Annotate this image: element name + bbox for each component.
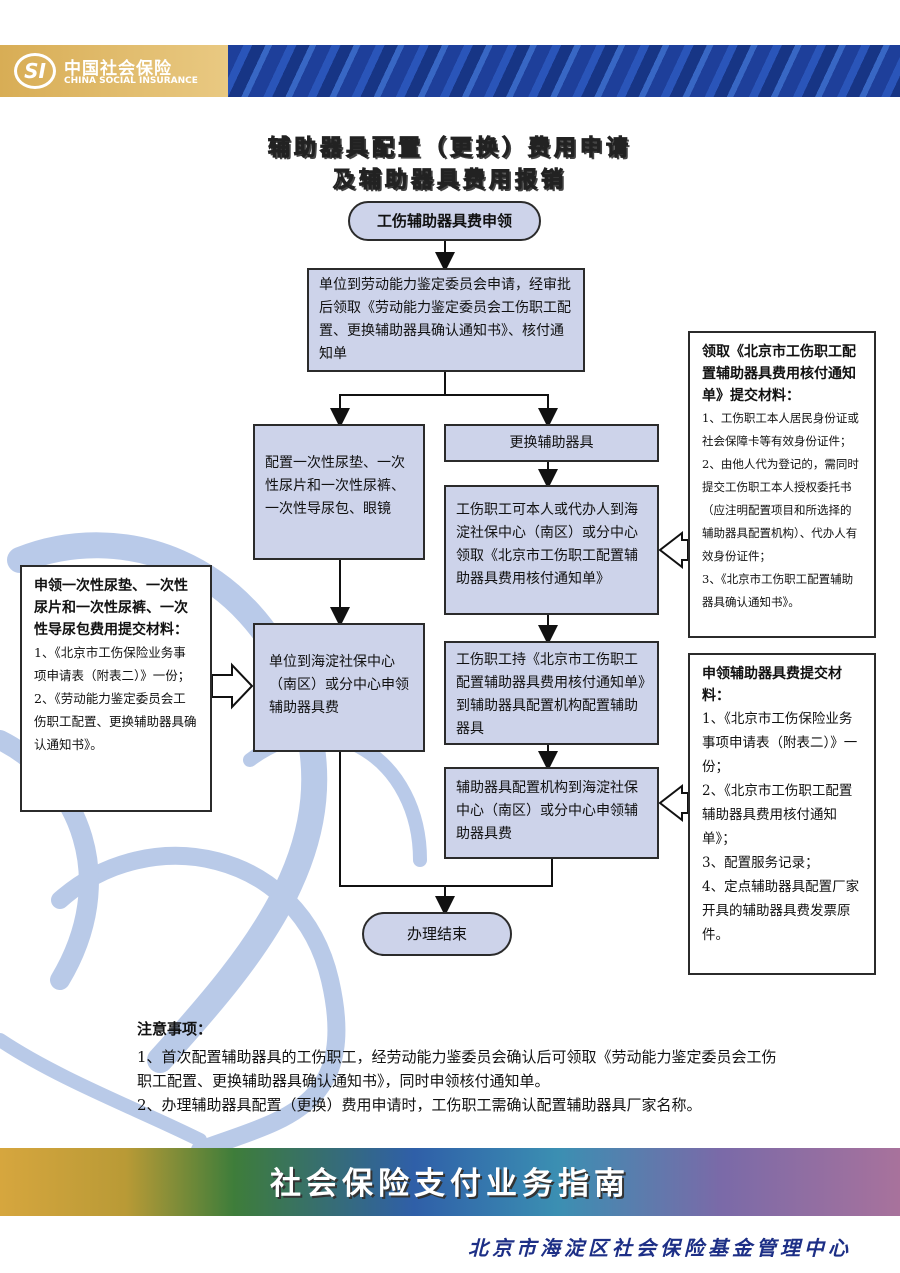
left-materials-item: 2、《劳动能力鉴定委员会工伤职工配置、更换辅助器具确认通知书》。 <box>34 691 197 752</box>
page-title-line1: 辅助器具配置（更换）费用申请 <box>267 135 632 162</box>
footer-banner-title: 社会保险支付业务指南 <box>270 1166 630 1202</box>
footer-organization: 北京市海淀区社会保险基金管理中心 <box>468 1236 852 1260</box>
right-bottom-materials-heading: 申领辅助器具费提交材料： <box>702 666 842 704</box>
si-logo-icon: SI <box>14 53 56 89</box>
flow-start-node: 工伤辅助器具费申领 <box>348 201 541 241</box>
header-pattern-band <box>228 45 900 97</box>
notes-item: 2、办理辅助器具配置（更换）费用申请时，工伤职工需确认配置辅助器具厂家名称。 <box>137 1096 702 1114</box>
right-bottom-materials-item: 3、配置服务记录； <box>702 855 819 871</box>
left-materials-panel: 申领一次性尿垫、一次性尿片和一次性尿裤、一次性导尿包费用提交材料： 1、《北京市… <box>20 565 212 812</box>
logo-text-cn: 中国社会保险 <box>64 59 172 79</box>
flow-fit-device-box: 工伤职工持《北京市工伤职工配置辅助器具费用核付通知单》到辅助器具配置机构配置辅助… <box>444 641 659 745</box>
notes-title: 注意事项： <box>137 1020 213 1038</box>
notes-list: 1、首次配置辅助器具的工伤职工，经劳动能力鉴委员会确认后可领取《劳动能力鉴定委员… <box>137 1045 777 1117</box>
right-top-materials-item: 2、由他人代为登记的，需同时提交工伤职工本人授权委托书（应注明配置项目和所选择的… <box>702 457 859 563</box>
flow-apply-box: 单位到劳动能力鉴定委员会申请，经审批后领取《劳动能力鉴定委员会工伤职工配置、更换… <box>307 268 585 372</box>
flow-end-node: 办理结束 <box>362 912 512 956</box>
right-top-materials-panel: 领取《北京市工伤职工配置辅助器具费用核付通知单》提交材料： 1、工伤职工本人居民… <box>688 331 876 638</box>
right-top-materials-heading: 领取《北京市工伤职工配置辅助器具费用核付通知单》提交材料： <box>702 344 856 404</box>
right-top-materials-item: 3、《北京市工伤职工配置辅助器具确认通知书》。 <box>702 572 854 609</box>
right-top-materials-item: 1、工伤职工本人居民身份证或社会保障卡等有效身份证件； <box>702 411 859 448</box>
page-title-line2: 及辅助器具费用报销 <box>332 167 567 194</box>
right-bottom-materials-item: 4、定点辅助器具配置厂家开具的辅助器具费发票原件。 <box>702 879 860 943</box>
footer-banner-band <box>0 1148 900 1216</box>
flow-left-config-box: 配置一次性尿垫、一次性尿片和一次性尿裤、一次性导尿包、眼镜 <box>253 424 425 560</box>
right-bottom-materials-item: 2、《北京市工伤职工配置辅助器具费用核付通知单》； <box>702 783 853 847</box>
left-materials-heading: 申领一次性尿垫、一次性尿片和一次性尿裤、一次性导尿包费用提交材料： <box>34 578 188 638</box>
flow-collect-notice-box: 工伤职工可本人或代办人到海淀社保中心（南区）或分中心领取《北京市工伤职工配置辅助… <box>444 485 659 615</box>
left-materials-item: 1、《北京市工伤保险业务事项申请表（附表二）》一份； <box>34 645 191 683</box>
notes-item: 1、首次配置辅助器具的工伤职工，经劳动能力鉴委员会确认后可领取《劳动能力鉴定委员… <box>137 1048 777 1090</box>
flow-replace-box: 更换辅助器具 <box>444 424 659 462</box>
right-bottom-materials-item: 1、《北京市工伤保险业务事项申请表（附表二）》一份； <box>702 711 858 775</box>
flow-left-claim-box: 单位到海淀社保中心（南区）或分中心申领辅助器具费 <box>253 623 425 752</box>
right-bottom-materials-panel: 申领辅助器具费提交材料： 1、《北京市工伤保险业务事项申请表（附表二）》一份； … <box>688 653 876 975</box>
flow-org-claim-box: 辅助器具配置机构到海淀社保中心（南区）或分中心申领辅助器具费 <box>444 767 659 859</box>
logo-text-en: CHINA SOCIAL INSURANCE <box>64 76 198 86</box>
